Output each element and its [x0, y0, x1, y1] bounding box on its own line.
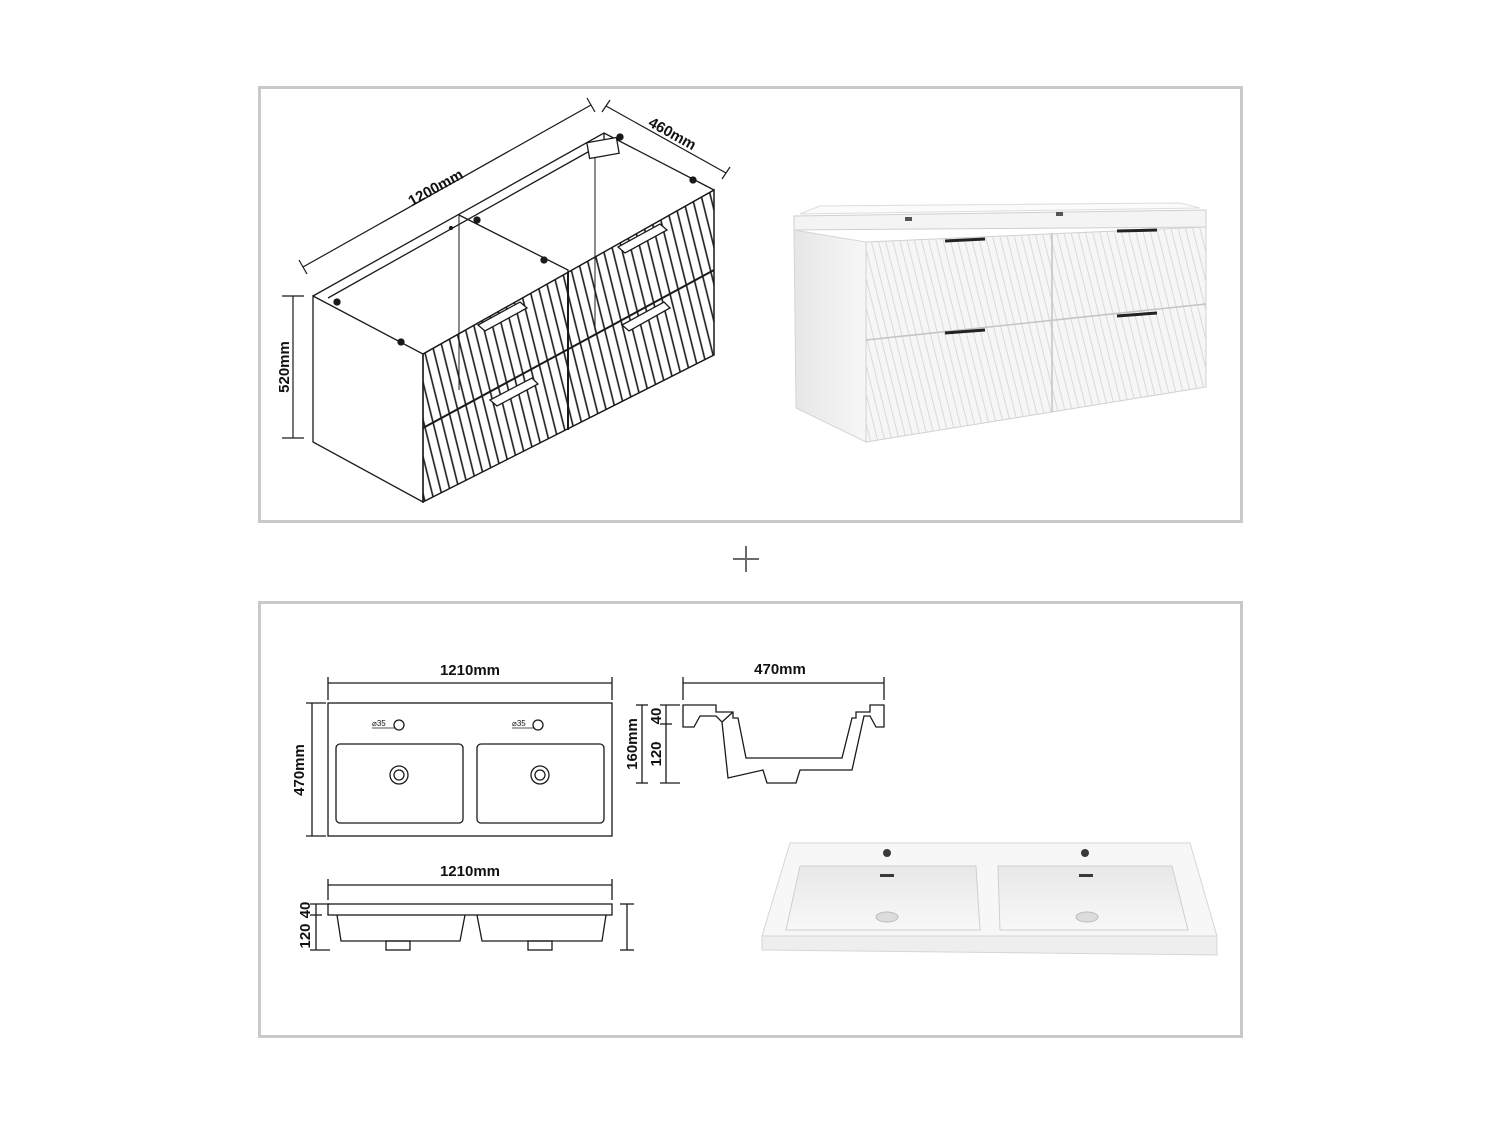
basin-top-view	[306, 677, 613, 837]
basin-side-bowl-label: 120	[648, 741, 665, 766]
cabinet-dimensions	[282, 97, 731, 439]
basin-front-bowl-label: 120	[297, 923, 314, 948]
basin-hole-label-left: ⌀35	[372, 719, 386, 728]
cabinet-line-drawing	[312, 132, 715, 504]
basin-photo	[761, 842, 1218, 956]
basin-hole-label-right: ⌀35	[512, 719, 526, 728]
cabinet-width-label: 1200mm	[405, 166, 466, 210]
cabinet-depth-label: 460mm	[645, 114, 698, 154]
plus-separator-icon	[733, 546, 759, 572]
basin-side-height-label: 160mm	[624, 718, 641, 770]
basin-side-section	[636, 677, 885, 784]
basin-side-rim-label: 40	[648, 708, 665, 725]
basin-side-width-label: 470mm	[754, 661, 806, 678]
cabinet-height-label: 520mm	[276, 341, 293, 393]
basin-front-view	[310, 879, 634, 951]
basin-front-width-label: 1210mm	[440, 863, 500, 880]
basin-top-depth-label: 470mm	[291, 744, 308, 796]
basin-front-rim-label: 40	[297, 902, 314, 919]
basin-top-width-label: 1210mm	[440, 662, 500, 679]
cabinet-photo	[793, 202, 1207, 443]
